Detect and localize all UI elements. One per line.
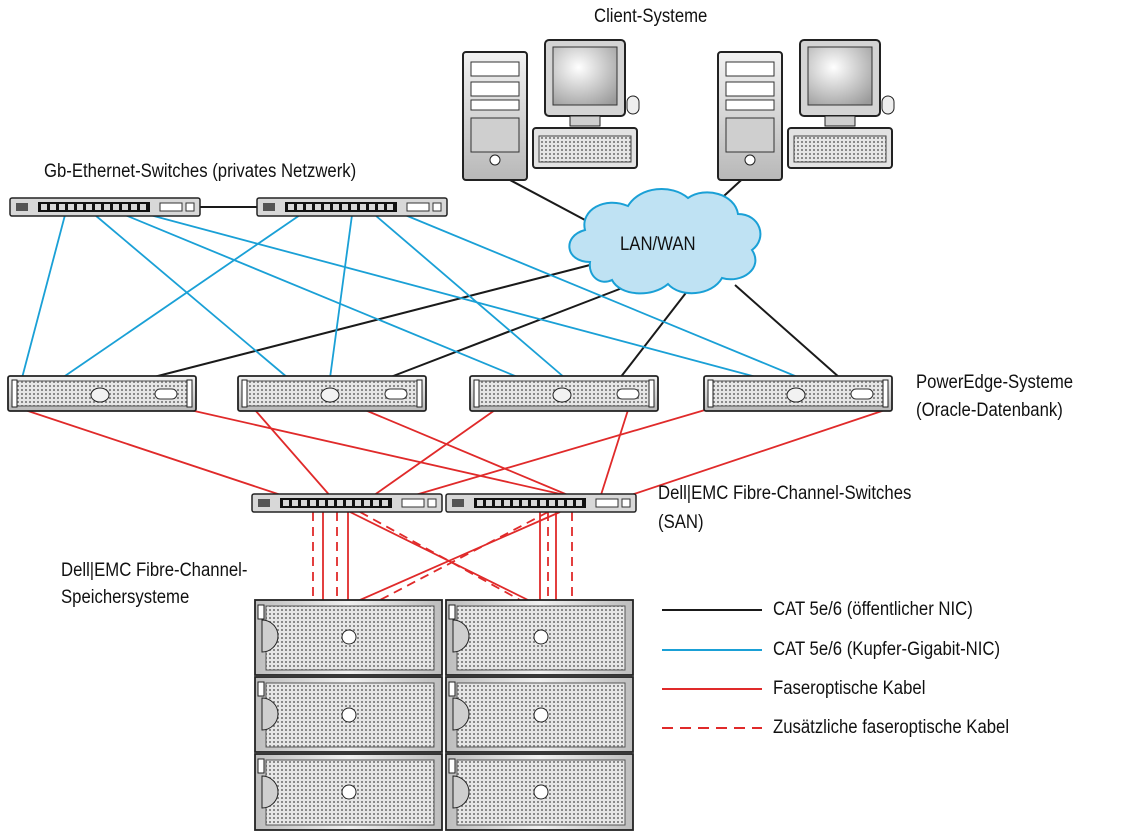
public-cable	[387, 284, 631, 379]
legend-extra-fiber: Zusätzliche faseroptische Kabel	[773, 717, 1010, 738]
fibre-channel-switch-icon	[251, 493, 443, 513]
copper-cable	[124, 214, 521, 379]
fiber-cable	[404, 409, 706, 499]
storage-arrays	[254, 599, 634, 831]
copper-cable	[374, 214, 566, 379]
gb-ethernet-switch-1	[9, 197, 201, 217]
fiber-cable	[364, 409, 576, 499]
extra-fiber-cable	[359, 511, 521, 601]
poweredge-server-1	[7, 375, 197, 412]
lan-wan-label: LAN/WAN	[620, 234, 696, 255]
ethernet-switch-icon	[9, 197, 201, 217]
fiber-cable	[24, 409, 291, 499]
fiber-cable	[189, 409, 579, 499]
legend-public-nic: CAT 5e/6 (öffentlicher NIC)	[773, 599, 973, 620]
desktop-computer-icon	[717, 39, 895, 181]
fc-switch-2	[445, 493, 637, 513]
storage-array-icon	[254, 676, 443, 753]
copper-cable	[61, 214, 301, 379]
storage-label-line2: Speichersysteme	[61, 587, 190, 608]
copper-cable	[149, 214, 761, 379]
copper-cable	[21, 214, 66, 379]
additional-fiber-cables	[312, 511, 573, 601]
rack-server-icon	[703, 375, 893, 412]
client-systems-label: Client-Systeme	[594, 6, 708, 27]
fiber-cable	[599, 409, 629, 499]
poweredge-label-line1: PowerEdge-Systeme	[916, 372, 1074, 393]
fiber-cable	[254, 409, 333, 499]
extra-fiber-cable	[379, 511, 549, 601]
fiber-cable	[359, 511, 561, 601]
legend-fiber: Faseroptische Kabel	[773, 678, 926, 699]
copper-cable	[404, 214, 801, 379]
fiber-cables	[24, 409, 886, 601]
storage-array-icon	[254, 599, 443, 676]
fc-switches-label-line1: Dell|EMC Fibre-Channel-Switches	[658, 483, 912, 504]
copper-cable	[329, 214, 353, 379]
fibre-channel-switch-icon	[445, 493, 637, 513]
storage-label-line1: Dell|EMC Fibre-Channel-	[61, 560, 248, 581]
fiber-cable	[621, 409, 886, 499]
client-system-1	[462, 39, 640, 181]
client-system-2	[717, 39, 895, 181]
poweredge-server-3	[469, 375, 659, 412]
storage-array-icon	[445, 676, 634, 753]
poweredge-server-4	[703, 375, 893, 412]
network-cloud-icon	[568, 187, 762, 295]
copper-cable	[94, 214, 289, 379]
fc-switch-1	[251, 493, 443, 513]
public-cable	[734, 284, 841, 379]
storage-array-icon	[445, 753, 634, 831]
gb-switches-label: Gb-Ethernet-Switches (privates Netzwerk)	[44, 161, 357, 182]
rack-server-icon	[469, 375, 659, 412]
poweredge-server-2	[237, 375, 427, 412]
lan-wan-cloud	[568, 187, 762, 295]
public-cable	[619, 284, 693, 379]
storage-array-icon	[445, 599, 634, 676]
ethernet-switch-icon	[256, 197, 448, 217]
public-cable	[149, 264, 591, 379]
desktop-computer-icon	[462, 39, 640, 181]
fc-switches-label-line2: (SAN)	[658, 512, 704, 533]
rack-server-icon	[7, 375, 197, 412]
legend-copper-nic: CAT 5e/6 (Kupfer-Gigabit-NIC)	[773, 639, 1001, 660]
legend-swatches	[662, 609, 762, 729]
poweredge-label-line2: (Oracle-Datenbank)	[916, 400, 1063, 421]
storage-array-icon	[254, 753, 443, 831]
copper-nic-cables	[21, 214, 801, 379]
gb-ethernet-switch-2	[256, 197, 448, 217]
rack-server-icon	[237, 375, 427, 412]
fiber-cable	[369, 409, 496, 499]
public-cable	[494, 171, 601, 229]
